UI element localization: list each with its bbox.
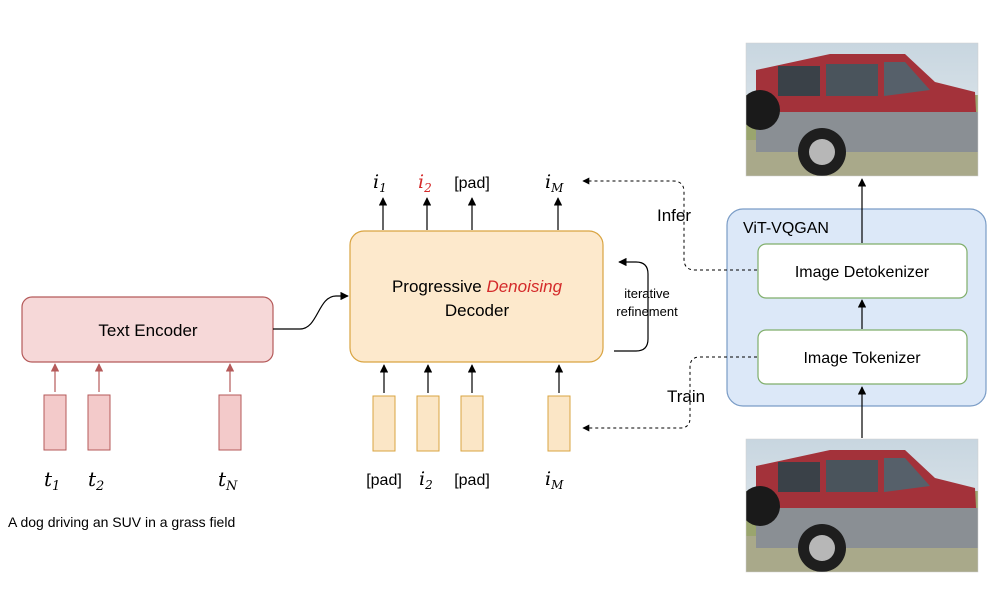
- caption-text: A dog driving an SUV in a grass field: [8, 514, 235, 530]
- decoder-box: [349, 230, 604, 363]
- text-encoder-label: Text Encoder: [98, 321, 198, 340]
- input-token-label-2: i2: [419, 468, 433, 492]
- input-token-box-3: [460, 395, 484, 452]
- image-tokenizer-label: Image Tokenizer: [803, 350, 921, 367]
- image-tokenizer-box: [757, 329, 968, 385]
- input-token-label-3: [pad]: [454, 472, 490, 489]
- output-token-2: i2: [418, 171, 432, 195]
- image-detokenizer-label: Image Detokenizer: [795, 264, 930, 281]
- input-image: [745, 438, 979, 573]
- refinement-loop-arrow: [614, 257, 649, 352]
- text-token-box-n: [218, 394, 242, 451]
- refinement-label-line2: refinement: [616, 304, 678, 319]
- input-token-label-4: iM: [545, 468, 564, 492]
- vitvqgan-title: ViT-VQGAN: [743, 220, 829, 237]
- text-token-label-n: tN: [218, 467, 238, 494]
- input-token-label-1: [pad]: [366, 472, 402, 489]
- output-image: [745, 42, 979, 177]
- train-label: Train: [667, 387, 705, 406]
- text-token-label-1: t1: [44, 467, 60, 494]
- input-token-box-4: [547, 395, 571, 452]
- train-dashed-arrow: [582, 356, 757, 432]
- image-detokenizer-box: [757, 243, 968, 299]
- encoder-to-decoder-arrow: [273, 291, 349, 330]
- decoder-title-line2: Decoder: [445, 301, 510, 320]
- text-token-label-2: t2: [88, 467, 104, 494]
- refinement-label-line1: iterative: [624, 286, 670, 301]
- input-token-box-1: [372, 395, 396, 452]
- input-token-box-2: [416, 395, 440, 452]
- infer-dashed-arrow: [582, 177, 757, 271]
- output-token-3: [pad]: [454, 175, 490, 192]
- output-token-4: iM: [545, 171, 564, 195]
- text-token-box-1: [43, 394, 67, 451]
- output-token-1: i1: [373, 171, 387, 195]
- denoising-highlight: Denoising: [486, 277, 562, 296]
- decoder-title-line1: Progressive Denoising: [392, 277, 563, 296]
- infer-label: Infer: [657, 206, 691, 225]
- text-token-box-2: [87, 394, 111, 451]
